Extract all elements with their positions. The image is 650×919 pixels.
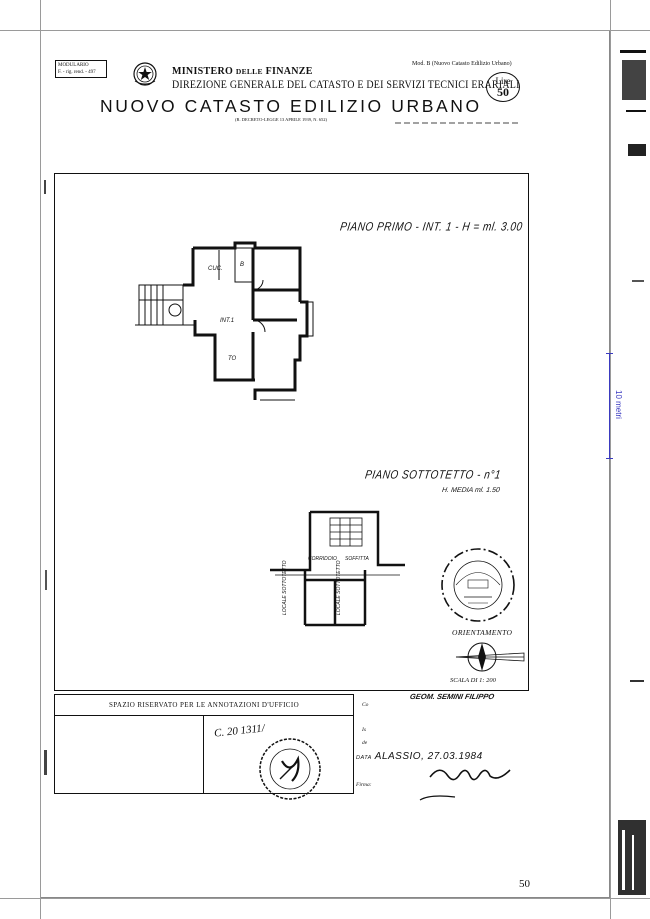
label-interior: INT.1: [220, 318, 235, 324]
label-attic-room-2: LOCALE SOTTOTETTO: [336, 560, 342, 615]
floor1-plan: [135, 241, 314, 401]
stamp-value-circle: Lire 50: [486, 72, 520, 102]
crop-line-left: [40, 0, 41, 919]
direction-heading: DIREZIONE GENERALE DEL CATASTO E DEI SER…: [172, 79, 520, 92]
office-notes-divider: [203, 716, 205, 794]
orientation-label: ORIENTAMENTO: [452, 628, 513, 637]
stamp-value: 50: [497, 85, 509, 99]
modulario-label: MODULARIO: [58, 63, 89, 68]
page-number: 50: [519, 878, 530, 890]
ministry-heading: MINISTERO DELLE FINANZE: [172, 66, 313, 77]
date-prefix: DATA: [356, 755, 372, 761]
scale-bar-top-tick: [606, 353, 613, 354]
italian-emblem-icon: [133, 62, 157, 86]
date-value: ALASSIO, 27.03.1984: [374, 751, 483, 762]
model-label: Mod. B (Nuovo Catasto Edilizio Urbano): [412, 61, 512, 67]
attic-height: H. MEDIA ml. 1.50: [441, 487, 501, 494]
left-margin-marks: [44, 180, 47, 775]
surveyor-seal-icon: [441, 548, 515, 622]
crop-line-top: [0, 30, 650, 31]
scale-label: SCALA DI 1: 200: [450, 677, 496, 684]
modulario-code: F. - rig. rend. - 497: [58, 70, 96, 75]
catasto-title: NUOVO CATASTO EDILIZIO URBANO: [100, 96, 482, 116]
label-attic-room-1: LOCALE SOTTOTETTO: [282, 560, 288, 615]
office-stamp-icon: [259, 738, 321, 800]
label-soffitta: SOFFITTA: [345, 556, 369, 562]
label-kitchen: CUC.: [208, 266, 223, 272]
scan-edge-artifacts: [618, 50, 646, 895]
stamp-currency: Lire: [495, 76, 511, 86]
row-of-label: de: [362, 740, 368, 746]
header-rule: [395, 122, 520, 124]
attic-title: PIANO SOTTOTETTO - n°1: [364, 468, 502, 483]
surveyor-name: GEOM. SEMINI FILIPPO: [409, 692, 495, 701]
scale-text: 10 metri: [614, 390, 623, 419]
north-arrow-icon: [455, 642, 525, 672]
signature-line: Firma:: [356, 773, 372, 791]
ministry-delle: DELLE: [235, 67, 263, 76]
ministry-suffix: FINANZE: [265, 66, 313, 77]
row-compiled-label: Co: [362, 702, 369, 708]
attic-plan: [270, 510, 405, 627]
date-line: DATA ALASSIO, 27.03.1984: [356, 751, 483, 762]
ministry-prefix: MINISTERO: [172, 66, 234, 77]
label-bathroom: B: [240, 262, 245, 268]
law-reference: (R. DECRETO-LEGGE 13 APRILE 1939, N. 652…: [235, 117, 328, 122]
floor1-title: PIANO PRIMO - INT. 1 - H = ml. 3.00: [339, 220, 524, 235]
modulario-box: MODULARIO F. - rig. rend. - 497: [55, 60, 107, 78]
crop-line-right: [610, 0, 611, 919]
scale-bar-bottom-tick: [606, 458, 613, 459]
office-notes-title: SPAZIO RISERVATO PER LE ANNOTAZIONI D'UF…: [54, 694, 354, 716]
row-registered-label: Is: [362, 727, 366, 733]
crop-line-bottom: [0, 898, 650, 899]
label-corridor: CORRIDOIO: [308, 556, 337, 562]
signature-prefix: Firma:: [356, 782, 372, 788]
scale-bar: [609, 353, 610, 458]
label-terrace: TO: [228, 356, 237, 362]
handwritten-signature: [419, 769, 511, 801]
drawing-frame: [54, 173, 529, 691]
